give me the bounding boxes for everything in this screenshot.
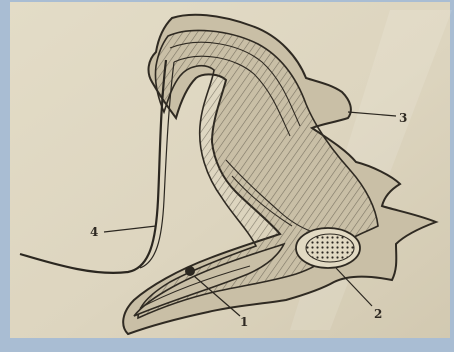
nucleus-chromatin	[306, 234, 354, 262]
label-nucleus: 2	[374, 307, 382, 321]
label-undulating-membrane: 3	[399, 111, 407, 125]
label-kinetoplast: 1	[240, 315, 248, 329]
kinetoplast	[185, 266, 195, 276]
label-flagellum: 4	[90, 225, 98, 239]
